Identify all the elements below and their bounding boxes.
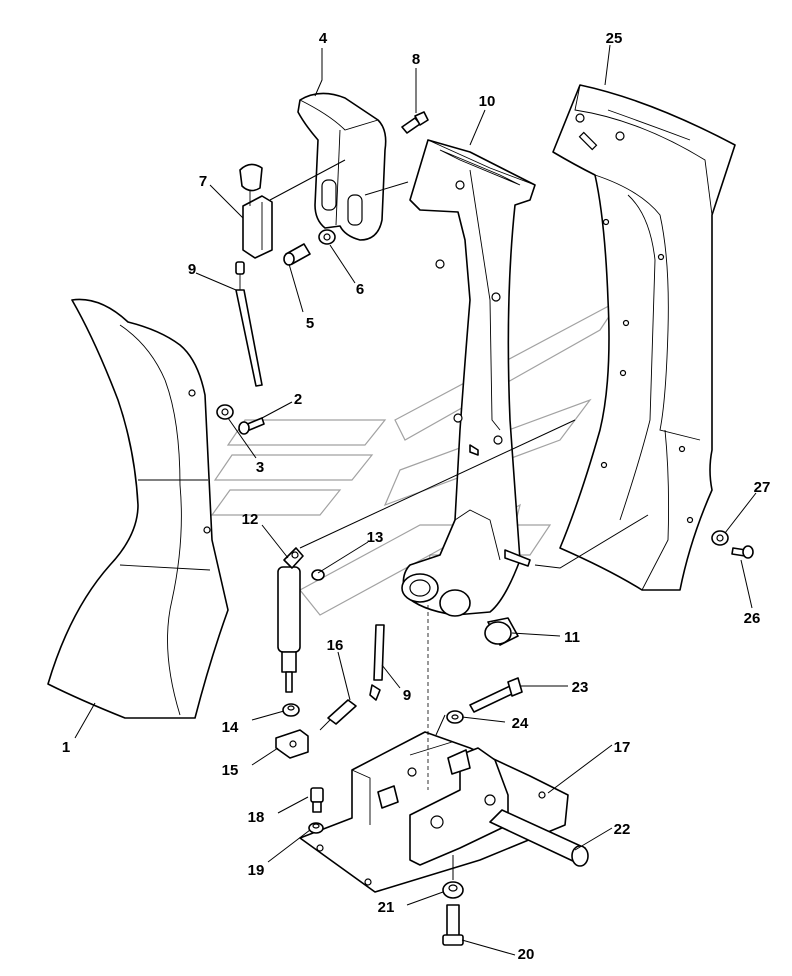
part-6-washer bbox=[318, 229, 336, 245]
callout-12: 12 bbox=[242, 511, 259, 528]
part-10-column-bracket bbox=[401, 139, 536, 617]
callout-8: 8 bbox=[412, 51, 420, 68]
part-21-nut bbox=[442, 881, 464, 899]
part-3-washer bbox=[216, 404, 234, 420]
callout-21: 21 bbox=[378, 899, 395, 916]
callout-27: 27 bbox=[754, 479, 771, 496]
part-25-right-cover bbox=[552, 84, 736, 591]
part-5-screw bbox=[283, 243, 311, 266]
part-12-gas-spring bbox=[277, 547, 304, 693]
part-26-screw bbox=[731, 545, 754, 559]
callout-1: 1 bbox=[62, 739, 70, 756]
callout-15: 15 bbox=[222, 762, 239, 779]
callout-26: 26 bbox=[744, 610, 761, 627]
callout-labels: 1 2 3 4 5 6 7 8 9 9 10 11 12 13 14 15 16… bbox=[62, 30, 771, 963]
part-9-cable-lower bbox=[369, 624, 385, 701]
part-18-screw bbox=[310, 787, 324, 813]
part-19-washer bbox=[308, 822, 324, 834]
part-22-shaft bbox=[489, 809, 589, 867]
callout-20: 20 bbox=[518, 946, 535, 963]
callout-24: 24 bbox=[512, 715, 529, 732]
callout-16: 16 bbox=[327, 637, 344, 654]
callout-19: 19 bbox=[248, 862, 265, 879]
callout-25: 25 bbox=[606, 30, 623, 47]
part-8-screw bbox=[401, 111, 429, 134]
callout-4: 4 bbox=[319, 30, 328, 47]
part-17-base-plate bbox=[299, 731, 569, 893]
callout-2: 2 bbox=[294, 391, 302, 408]
part-24-washer bbox=[446, 710, 464, 724]
callout-7: 7 bbox=[199, 173, 207, 190]
callout-22: 22 bbox=[614, 821, 631, 838]
callout-5: 5 bbox=[306, 315, 314, 332]
callout-9-lower: 9 bbox=[403, 687, 411, 704]
part-14-nut bbox=[282, 703, 300, 717]
part-2-screw bbox=[238, 417, 265, 435]
callout-18: 18 bbox=[248, 809, 265, 826]
callout-10: 10 bbox=[479, 93, 496, 110]
part-15-bracket bbox=[275, 729, 309, 759]
callout-6: 6 bbox=[356, 281, 364, 298]
callout-9-upper: 9 bbox=[188, 261, 196, 278]
callout-3: 3 bbox=[256, 459, 264, 476]
part-27-washer bbox=[711, 530, 729, 546]
leader-lines bbox=[74, 44, 757, 956]
callout-13: 13 bbox=[367, 529, 384, 546]
part-7-switch bbox=[239, 163, 273, 259]
part-20-bolt bbox=[442, 904, 464, 946]
part-1-left-cover bbox=[47, 298, 229, 719]
part-13-clip bbox=[311, 569, 325, 581]
part-23-bolt bbox=[469, 677, 523, 713]
callout-23: 23 bbox=[572, 679, 589, 696]
callout-11: 11 bbox=[564, 629, 580, 646]
part-4-handle bbox=[297, 92, 387, 241]
part-9-cable-upper bbox=[235, 261, 263, 387]
part-16-connector bbox=[319, 699, 357, 731]
callout-14: 14 bbox=[222, 719, 239, 736]
callout-17: 17 bbox=[614, 739, 631, 756]
part-11-bushing bbox=[484, 549, 531, 646]
